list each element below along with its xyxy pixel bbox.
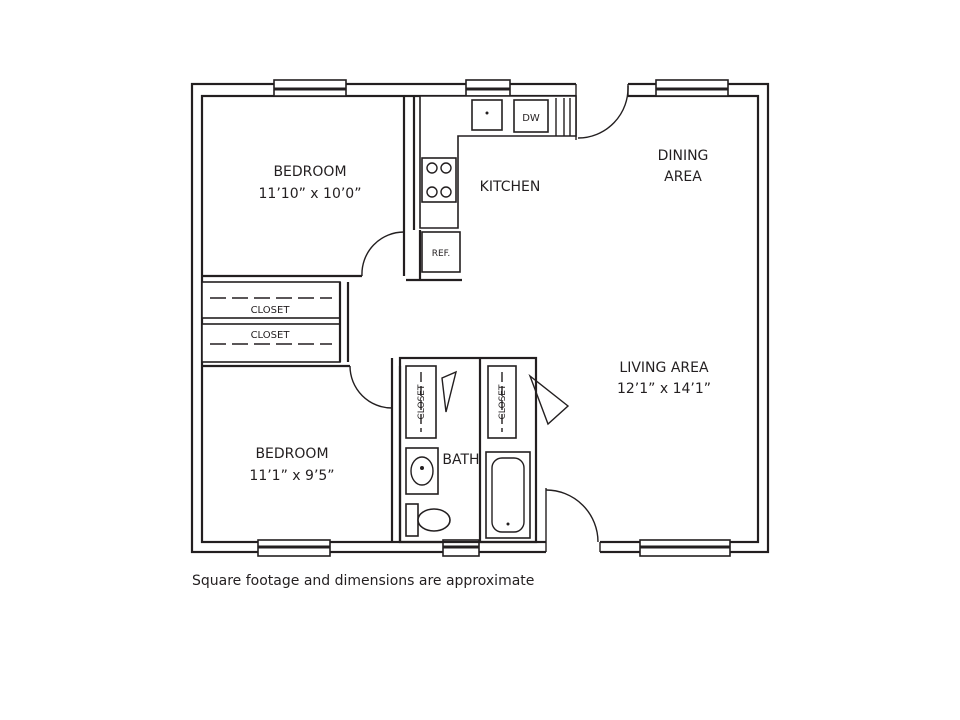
dishwasher <box>513 99 549 133</box>
bath-label: BATH <box>442 452 479 468</box>
refrigerator-label: REF. <box>432 249 451 259</box>
closet-hall-top-label: CLOSET <box>251 305 291 316</box>
dishwasher-label: DW <box>522 113 540 124</box>
window-bottom-bath <box>442 539 480 557</box>
entry-door-top <box>575 80 629 140</box>
dining-label-line1: DINING <box>658 148 709 164</box>
bedroom-top-dims: 11’10” x 10’0” <box>259 186 362 202</box>
toilet-tank <box>405 503 419 537</box>
refrigerator <box>421 231 461 273</box>
living-area-name: LIVING AREA <box>619 360 709 376</box>
window-bottom-living <box>639 539 731 557</box>
window-top-bedroom <box>273 79 347 97</box>
windows <box>257 79 731 557</box>
bedroom-bottom-dims: 11’1” x 9’5” <box>249 468 334 484</box>
bedroom-top-name: BEDROOM <box>273 164 346 180</box>
window-top-dining <box>655 79 729 97</box>
living-area-dims: 12’1” x 14’1” <box>617 381 711 397</box>
window-top-kitchen <box>465 79 511 97</box>
bath-block <box>398 356 570 544</box>
closet-bath-right-label: CLOSET <box>498 384 508 419</box>
kitchen-label: KITCHEN <box>480 179 541 195</box>
dining-label-line2: AREA <box>664 169 702 185</box>
closet-hall-bottom-label: CLOSET <box>251 330 291 341</box>
entry-door-bottom <box>545 488 601 556</box>
window-bottom-bedroom <box>257 539 331 557</box>
toilet-bowl <box>417 508 451 532</box>
footnote: Square footage and dimensions are approx… <box>192 573 534 589</box>
bedroom-bottom-name: BEDROOM <box>255 446 328 462</box>
range <box>421 157 457 203</box>
kitchen-fixtures <box>406 95 577 282</box>
closet-bath-left-label: CLOSET <box>417 384 427 419</box>
bedroom-top-walls <box>202 96 416 278</box>
hall-closets <box>201 281 350 363</box>
